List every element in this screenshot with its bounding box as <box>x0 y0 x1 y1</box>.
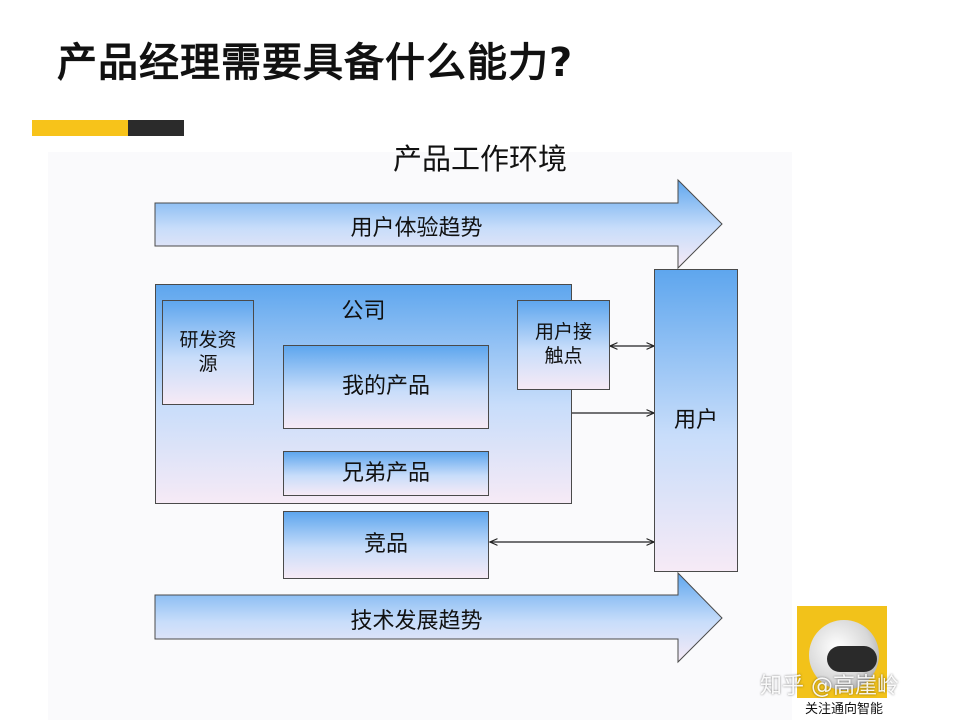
accent-bar-black <box>128 120 184 136</box>
user-box: 用户 <box>654 269 738 572</box>
accent-bar-yellow <box>32 120 128 136</box>
touchpoint-box: 用户接触点 <box>517 300 610 390</box>
diagram-heading: 产品工作环境 <box>392 142 567 176</box>
brand-logo <box>797 606 887 698</box>
visor-shape <box>827 646 877 672</box>
rd-resources-box: 研发资源 <box>162 300 254 405</box>
zhihu-watermark: 知乎 @高崖岭 <box>760 674 899 699</box>
bottom-trend-arrow <box>154 571 723 664</box>
top-trend-arrow <box>154 178 723 270</box>
top-trend-label: 用户体验趋势 <box>350 216 483 241</box>
sibling-product-box: 兄弟产品 <box>283 451 489 496</box>
bottom-trend-label: 技术发展趋势 <box>350 609 483 634</box>
company-label: 公司 <box>341 299 386 324</box>
page-title: 产品经理需要具备什么能力? <box>57 40 574 86</box>
logo-caption: 关注通向智能 <box>804 702 883 717</box>
my-product-box: 我的产品 <box>283 345 489 429</box>
competitor-box: 竞品 <box>283 511 489 579</box>
